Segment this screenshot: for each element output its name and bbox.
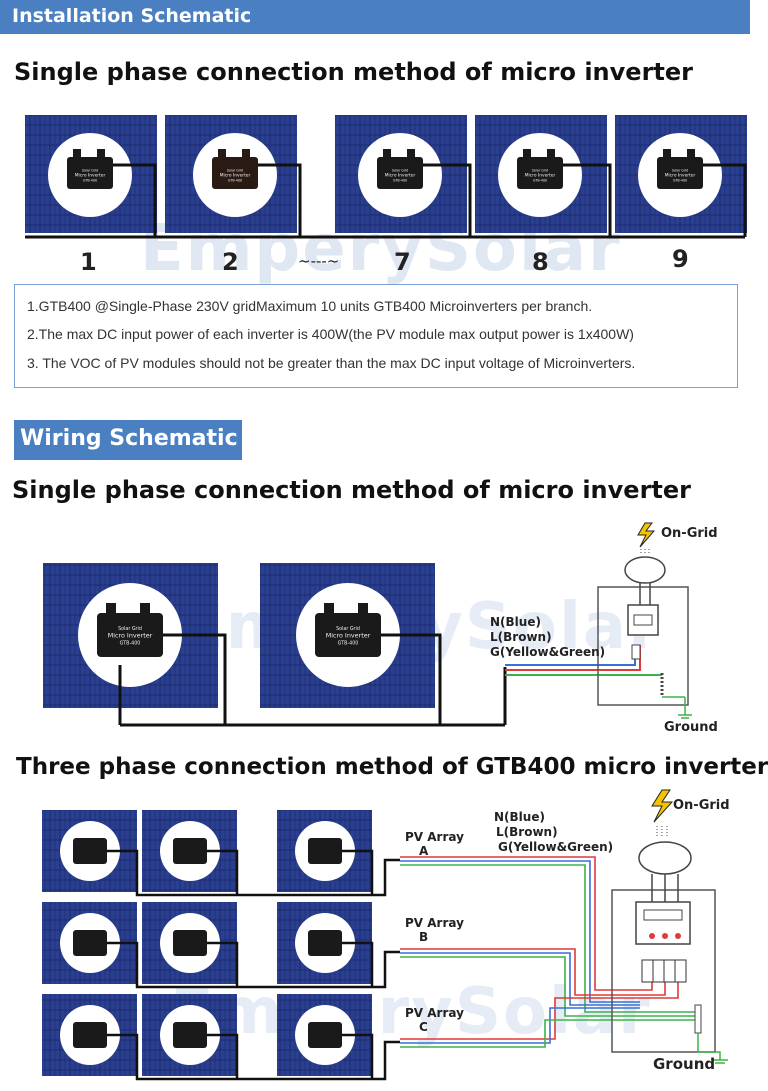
single-wire-n-label: N(Blue) [490, 615, 541, 629]
install-note-2: 2.The max DC input power of each inverte… [27, 326, 634, 342]
install-heading: Single phase connection method of micro … [14, 58, 693, 86]
inverter-label: Micro Inverter [385, 173, 416, 179]
inverter-label: Solar Grid [118, 626, 142, 632]
single-phase-trunk [118, 633, 507, 727]
three-on-grid-label: On-Grid [673, 798, 730, 813]
wiring-tab: Wiring Schematic [14, 420, 242, 460]
install-number-9: 9 [672, 245, 689, 273]
array-b-letter: B [419, 930, 429, 944]
single-phase-lightning-icon [637, 522, 656, 555]
inverter-label: Micro Inverter [665, 173, 696, 179]
array-c-label: PV Array C [405, 1006, 464, 1034]
install-number-1: 1 [80, 248, 97, 276]
inverter-label: GTB-400 [673, 179, 687, 183]
installation-tab-label: Installation Schematic [12, 5, 252, 27]
install-continuation: ~---~ [298, 252, 340, 270]
three-phase-diagram [42, 789, 728, 1081]
install-notes-box: 1.GTB400 @Single-Phase 230V gridMaximum … [14, 284, 738, 388]
three-ground-label: Ground [653, 1055, 716, 1073]
install-bus-wires [25, 163, 747, 239]
single-wire-g-label: G(Yellow&Green) [490, 645, 606, 659]
inverter-label: Micro Inverter [525, 173, 556, 179]
install-note-3: 3. The VOC of PV modules should not be g… [27, 355, 636, 371]
panel-2 [165, 115, 297, 233]
inverter-label: GTB-400 [393, 179, 407, 183]
three-phase-grid-box [611, 841, 728, 1064]
inverter-label: Solar Grid [532, 169, 548, 173]
inverter-label: Micro Inverter [75, 173, 106, 179]
array-c-label-text: PV Array [405, 1006, 464, 1020]
array-a-letter: A [419, 844, 429, 858]
inverter-label: Solar Grid [672, 169, 688, 173]
installation-tab: Installation Schematic [0, 0, 750, 34]
install-note-1: 1.GTB400 @Single-Phase 230V gridMaximum … [27, 298, 593, 314]
inverter-label: Micro Inverter [326, 631, 371, 639]
array-a-label-text: PV Array [405, 830, 464, 844]
three-wire-g-label: G(Yellow&Green) [498, 840, 614, 854]
inverter-label: GTB-400 [338, 641, 359, 647]
array-c-letter: C [419, 1020, 428, 1034]
wiring-tab-label: Wiring Schematic [20, 426, 238, 451]
inverter-label: GTB-400 [533, 179, 547, 183]
single-wire-l-label: L(Brown) [490, 630, 552, 644]
panel-7 [335, 115, 467, 233]
inverter-label: GTB-400 [228, 179, 242, 183]
array-b-label: PV Array B [405, 916, 464, 944]
single-on-grid-label: On-Grid [661, 526, 718, 541]
inverter-label: Solar Grid [392, 169, 408, 173]
array-a-label: PV Array A [405, 830, 464, 858]
three-phase-heading: Three phase connection method of GTB400 … [16, 754, 768, 780]
install-number-7: 7 [394, 248, 411, 276]
three-phase-lightning-icon [651, 789, 674, 836]
inverter-label: Solar Grid [336, 626, 360, 632]
inverter-label: Micro Inverter [108, 631, 153, 639]
inverter-label: Solar Grid [82, 169, 98, 173]
panel-1 [25, 115, 157, 233]
install-number-8: 8 [532, 248, 549, 276]
panel-9 [615, 115, 747, 233]
install-number-2: 2 [222, 248, 239, 276]
inverter-label: GTB-400 [120, 641, 141, 647]
single-phase-heading: Single phase connection method of micro … [12, 476, 691, 504]
single-ground-label: Ground [664, 720, 718, 735]
inverter-label: Solar Grid [227, 169, 243, 173]
array-c-panels [42, 994, 372, 1076]
array-b-panels [42, 902, 372, 984]
three-phase-trunks [107, 849, 400, 1081]
three-wire-l-label: L(Brown) [496, 825, 558, 839]
inverter-label: GTB-400 [83, 179, 97, 183]
panel-8 [475, 115, 607, 233]
single-phase-grid-box [597, 556, 692, 719]
three-wire-n-label: N(Blue) [494, 810, 545, 824]
array-b-label-text: PV Array [405, 916, 464, 930]
inverter-label: Micro Inverter [220, 173, 251, 179]
